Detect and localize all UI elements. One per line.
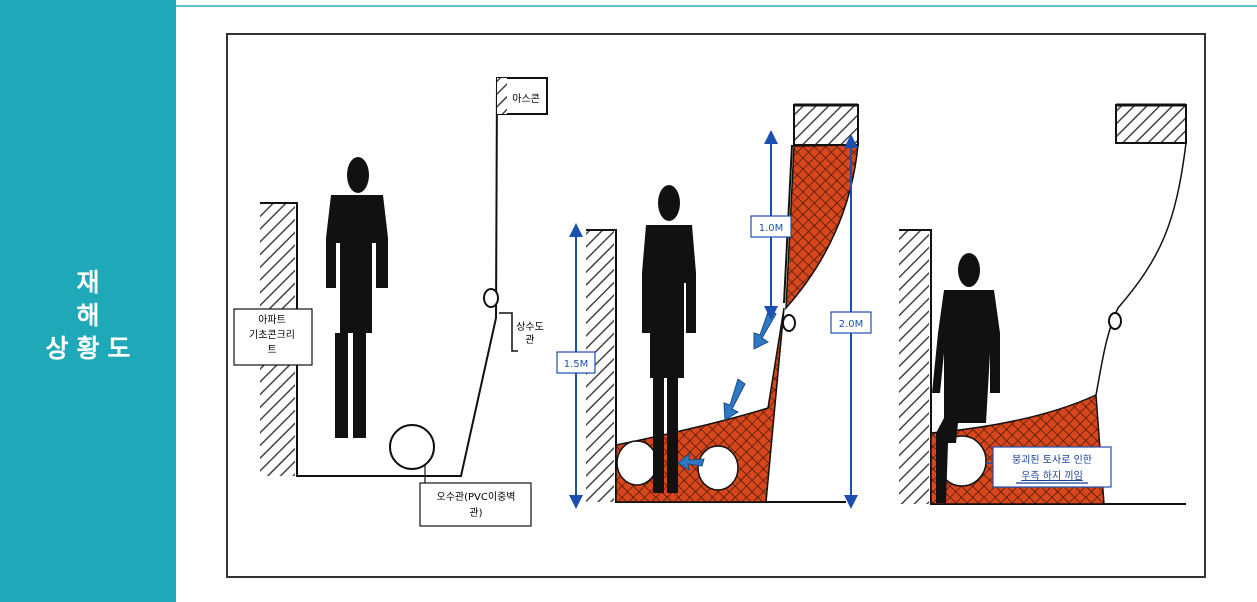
panel3-asphalt (1115, 104, 1187, 144)
panel3-note-line1: 붕괴된 토사로 인한 (1012, 454, 1092, 466)
dim-1-5m-box (556, 351, 596, 374)
trench-outline (260, 79, 498, 477)
label-apartment-2: 기초콘크리 (249, 329, 295, 341)
dim-1-0m-box (750, 215, 792, 238)
dim-1-0m-label: 1.0M (759, 223, 784, 234)
panel-collapse: 1.5M 1.0M 2.0M (556, 103, 872, 509)
panel3-wall (899, 230, 929, 504)
sidebar-title-line2: 상황도 (45, 334, 139, 363)
sewer-pipe-icon (389, 424, 435, 470)
label-sewer-2: 관) (469, 507, 482, 519)
panel-before-collapse: 아스콘 상수도 관 아파트 기초콘크리 트 오수관(PVC이중벽 관) (233, 77, 548, 527)
panel3-trapped-worker-figure (932, 253, 1000, 503)
dim-2-0m-label: 2.0M (839, 319, 864, 330)
sidebar-panel (0, 0, 176, 602)
dim-2-0m-box (830, 311, 872, 334)
panel-after-collapse: 붕괴된 토사로 인한 우측 하지 끼임 (899, 103, 1187, 505)
panel3-water-pipe (1108, 312, 1122, 330)
label-water-pipe-1: 상수도 (516, 321, 544, 333)
accident-diagram: 아스콘 상수도 관 아파트 기초콘크리 트 오수관(PVC이중벽 관) (226, 33, 1206, 578)
label-sewer-1: 오수관(PVC이중벽 (437, 491, 516, 503)
panel2-water-pipe (782, 314, 796, 332)
label-box-sewer (419, 482, 532, 527)
worker-standing-figure (326, 157, 388, 438)
sidebar-title-line1: 재 해 (76, 268, 138, 330)
sidebar-title: 재 해 상황도 (0, 266, 176, 365)
panel2-sewer-pipe-right (697, 445, 739, 491)
water-pipe-icon (483, 288, 499, 308)
dim-1-5m-label: 1.5M (564, 359, 589, 370)
label-asphalt: 아스콘 (512, 93, 540, 105)
panel2-sewer-pipe-left (616, 440, 658, 486)
collapse-arrow-icon-3 (677, 452, 705, 472)
panel3-collapsed-face (1095, 142, 1187, 396)
asphalt-hatch (497, 78, 507, 114)
panel3-note-line2: 우측 하지 끼임 (1021, 469, 1083, 482)
label-water-pipe-2: 관 (525, 334, 534, 346)
panel2-asphalt (793, 104, 859, 146)
label-apartment-1: 아파트 (258, 314, 286, 326)
label-box-apartment (233, 308, 313, 366)
water-pipe-leader (499, 312, 518, 352)
panel3-note-box (992, 446, 1112, 488)
panel2-worker-figure (642, 185, 696, 493)
collapse-arrow-icon-2 (723, 378, 746, 421)
top-divider (176, 5, 1257, 7)
label-apartment-3: 트 (267, 345, 276, 356)
